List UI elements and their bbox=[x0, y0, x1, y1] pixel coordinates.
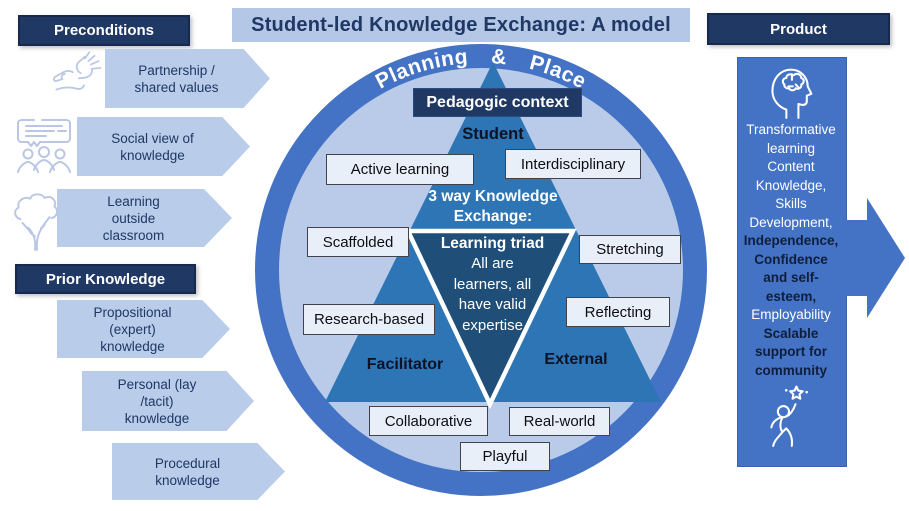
prior-arrow-propositional: Propositional (expert) knowledge bbox=[57, 300, 230, 358]
tag-scaffolded: Scaffolded bbox=[307, 227, 409, 257]
product-line: Employability bbox=[751, 307, 831, 322]
precondition-arrow-partnership: Partnership / shared values bbox=[105, 49, 270, 108]
tag-research-based: Research-based bbox=[303, 304, 435, 335]
prior-arrow-personal: Personal (lay /tacit) knowledge bbox=[82, 371, 254, 431]
product-line: Independence, bbox=[743, 233, 839, 248]
tag-playful: Playful bbox=[460, 442, 550, 471]
product-line: Skills bbox=[775, 196, 807, 211]
pedagogic-context-box: Pedagogic context bbox=[413, 88, 582, 117]
precondition-arrow-social-view: Social view of knowledge bbox=[77, 117, 250, 176]
person-reaching-star-icon bbox=[770, 385, 808, 448]
hands-icon bbox=[53, 51, 102, 91]
product-line: Transformative bbox=[746, 122, 836, 137]
tag-real-world: Real-world bbox=[509, 407, 610, 436]
product-line: Knowledge, bbox=[755, 177, 827, 193]
product-line: Confidence bbox=[754, 251, 828, 267]
product-line: learning bbox=[766, 140, 816, 156]
learning-triad-heading: Learning triad bbox=[440, 235, 545, 252]
product-text-block: Transformative learning Content Knowledg… bbox=[739, 121, 843, 380]
student-label: Student bbox=[462, 124, 524, 143]
presentation-audience-icon bbox=[17, 119, 71, 173]
product-line: esteem, bbox=[765, 288, 817, 304]
learning-triad-body: All are learners, all have valid experti… bbox=[453, 255, 532, 334]
learning-triad-triangle bbox=[404, 228, 577, 410]
product-header: Product bbox=[707, 13, 890, 45]
product-line: Development, bbox=[749, 214, 833, 230]
preconditions-header: Preconditions bbox=[18, 15, 190, 46]
tag-interdisciplinary: Interdisciplinary bbox=[505, 149, 641, 179]
product-line: Scalable bbox=[763, 325, 819, 341]
product-arrowhead bbox=[845, 198, 905, 318]
prior-knowledge-header: Prior Knowledge bbox=[15, 264, 196, 294]
learning-triad-text: Learning triad All are learners, all hav… bbox=[420, 233, 565, 336]
tree-icon bbox=[14, 193, 59, 251]
tag-stretching: Stretching bbox=[579, 235, 681, 264]
tag-active-learning: Active learning bbox=[326, 154, 474, 185]
product-line: Content bbox=[767, 159, 815, 174]
tag-collaborative: Collaborative bbox=[369, 406, 488, 436]
exchange-heading: 3 way Knowledge Exchange: bbox=[428, 187, 558, 226]
page-title: Student-led Knowledge Exchange: A model bbox=[232, 8, 690, 42]
head-brain-icon bbox=[771, 68, 813, 119]
tag-reflecting: Reflecting bbox=[566, 297, 670, 327]
precondition-arrow-learning-outside: Learning outside classroom bbox=[57, 189, 232, 247]
prior-arrow-procedural: Procedural knowledge bbox=[112, 443, 285, 500]
product-line: and self- bbox=[763, 270, 819, 285]
product-line: support for bbox=[755, 344, 827, 359]
external-label: External bbox=[544, 351, 608, 368]
facilitator-label: Facilitator bbox=[366, 356, 444, 373]
product-line: community bbox=[754, 362, 827, 378]
